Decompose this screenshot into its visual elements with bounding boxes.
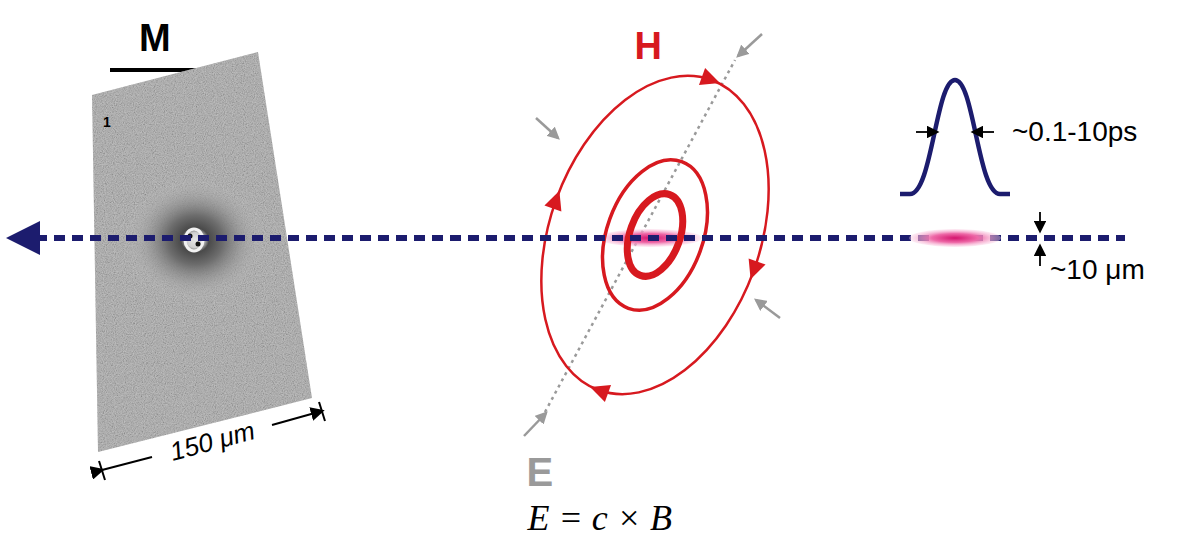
image-number: 1 (103, 115, 111, 129)
spot-dot (196, 242, 201, 247)
beam-arrowhead (6, 221, 40, 255)
h-field-arrowhead (742, 258, 765, 282)
size-arrow (1039, 212, 1041, 231)
pulse-profile (900, 80, 1010, 194)
dimension-tick (319, 402, 325, 421)
dimension-line (272, 411, 322, 425)
width-arrow (973, 131, 994, 133)
e-field-arrow (524, 413, 546, 436)
dimension-line (102, 457, 152, 470)
width-arrow (916, 131, 937, 133)
formula: E = c × B (528, 500, 673, 536)
electron-bunch (909, 229, 1001, 247)
size-arrow (1039, 246, 1041, 266)
e-field-arrow (536, 118, 558, 138)
magnetization-label: M (139, 19, 171, 57)
e-field-arrow (756, 300, 780, 318)
e-field-arrow (738, 34, 762, 56)
h-field-label: H (635, 27, 662, 65)
h-field-arrowhead (544, 188, 567, 212)
pulse-width-label: ~0.1-10ps (1012, 118, 1137, 146)
beam-size-label: ~10 μm (1050, 256, 1145, 284)
h-field-arrowhead (699, 68, 723, 91)
h-field-arrowhead (587, 379, 611, 402)
dimension-tick (99, 461, 105, 480)
e-field-label: E (527, 452, 554, 492)
sample-image (92, 52, 312, 452)
